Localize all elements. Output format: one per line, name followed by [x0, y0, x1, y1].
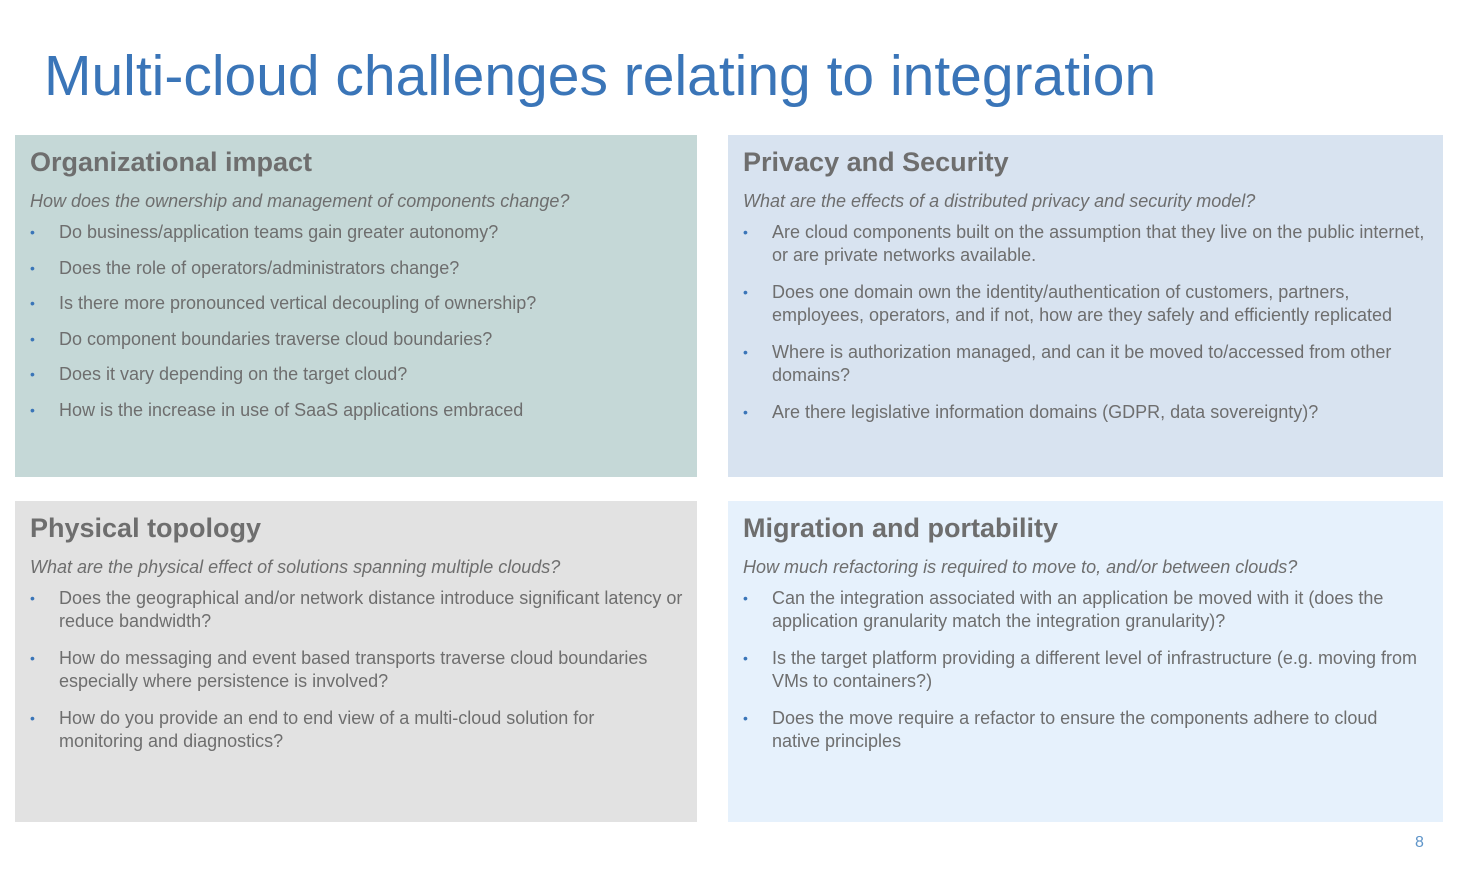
physical-topology-panel: Physical topology What are the physical …: [15, 501, 697, 822]
bullet-icon: •: [30, 590, 35, 606]
organizational-impact-panel: Organizational impact How does the owner…: [15, 135, 697, 477]
list-item-text: How is the increase in use of SaaS appli…: [59, 399, 524, 420]
list-item-text: Where is authorization managed, and can …: [772, 342, 1392, 385]
panel-heading: Privacy and Security: [743, 147, 1009, 177]
list-item: • Does the move require a refactor to ens…: [743, 707, 1429, 753]
bullet-list: • Do business/application teams gain grea…: [30, 221, 683, 422]
bullet-icon: •: [30, 295, 35, 311]
list-item-text: Is there more pronounced vertical decoup…: [59, 293, 537, 313]
list-item: • How is the increase in use of SaaS appl…: [30, 399, 683, 422]
migration-portability-panel: Migration and portability How much refac…: [728, 501, 1443, 822]
list-item: • Is the target platform providing a diff…: [743, 647, 1429, 693]
list-item: • Are cloud components built on the assum…: [743, 221, 1429, 267]
list-item-text: Does it vary depending on the target clo…: [59, 364, 408, 384]
list-item-text: How do you provide an end to end view of…: [59, 708, 595, 751]
panel-question: What are the effects of a distributed pr…: [743, 191, 1256, 211]
bullet-icon: •: [743, 404, 748, 420]
privacy-security-panel: Privacy and Security What are the effect…: [728, 135, 1443, 477]
bullet-icon: •: [743, 590, 748, 606]
bullet-icon: •: [743, 710, 748, 726]
panel-question: How much refactoring is required to move…: [743, 557, 1298, 577]
list-item-text: Can the integration associated with an a…: [772, 588, 1384, 631]
list-item: • Does one domain own the identity/authen…: [743, 281, 1429, 327]
list-item-text: Are there legislative information domain…: [772, 402, 1319, 422]
panel-heading: Migration and portability: [743, 513, 1058, 543]
bullet-icon: •: [30, 259, 35, 276]
list-item-text: Do business/application teams gain great…: [59, 222, 499, 242]
list-item: • Is there more pronounced vertical decou…: [30, 292, 683, 315]
list-item-text: Does one domain own the identity/authent…: [772, 282, 1393, 325]
list-item-text: Do component boundaries traverse cloud b…: [59, 328, 493, 349]
list-item: • Does it vary depending on the target cl…: [30, 363, 683, 386]
panel-question: How does the ownership and management of…: [30, 191, 570, 211]
list-item: • How do messaging and event based transp…: [30, 647, 683, 693]
list-item: • Do business/application teams gain grea…: [30, 221, 683, 244]
bullet-icon: •: [30, 366, 35, 382]
bullet-icon: •: [743, 344, 748, 360]
bullet-list: • Are cloud components built on the assum…: [743, 221, 1429, 424]
bullet-icon: •: [30, 330, 35, 347]
bullet-icon: •: [743, 224, 748, 240]
list-item-text: Does the geographical and/or network dis…: [59, 588, 683, 631]
list-item-text: Is the target platform providing a diffe…: [772, 648, 1417, 691]
list-item-text: Does the role of operators/administrator…: [59, 257, 460, 278]
panel-heading: Organizational impact: [30, 147, 313, 177]
bullet-icon: •: [30, 650, 35, 666]
bullet-list: • Can the integration associated with an …: [743, 587, 1429, 753]
list-item: • Can the integration associated with an …: [743, 587, 1429, 633]
list-item-text: How do messaging and event based transpo…: [59, 648, 648, 691]
bullet-list: • Does the geographical and/or network di…: [30, 587, 683, 753]
list-item: • Where is authorization managed, and can…: [743, 341, 1429, 387]
list-item: • Do component boundaries traverse cloud …: [30, 328, 683, 351]
list-item: • Does the role of operators/administrato…: [30, 257, 683, 280]
page-number: 8: [1415, 834, 1424, 851]
panel-question: What are the physical effect of solution…: [30, 557, 561, 577]
bullet-icon: •: [30, 710, 35, 726]
list-item-text: Does the move require a refactor to ensu…: [772, 708, 1378, 751]
bullet-icon: •: [743, 284, 748, 300]
bullet-icon: •: [30, 401, 35, 418]
slide-title: Multi-cloud challenges relating to integ…: [44, 44, 1157, 108]
list-item: • Does the geographical and/or network di…: [30, 587, 683, 633]
list-item: • How do you provide an end to end view o…: [30, 707, 683, 753]
list-item-text: Are cloud components built on the assump…: [772, 222, 1425, 265]
panel-heading: Physical topology: [30, 513, 262, 543]
bullet-icon: •: [743, 650, 748, 666]
bullet-icon: •: [30, 224, 35, 240]
list-item: • Are there legislative information domai…: [743, 401, 1429, 424]
